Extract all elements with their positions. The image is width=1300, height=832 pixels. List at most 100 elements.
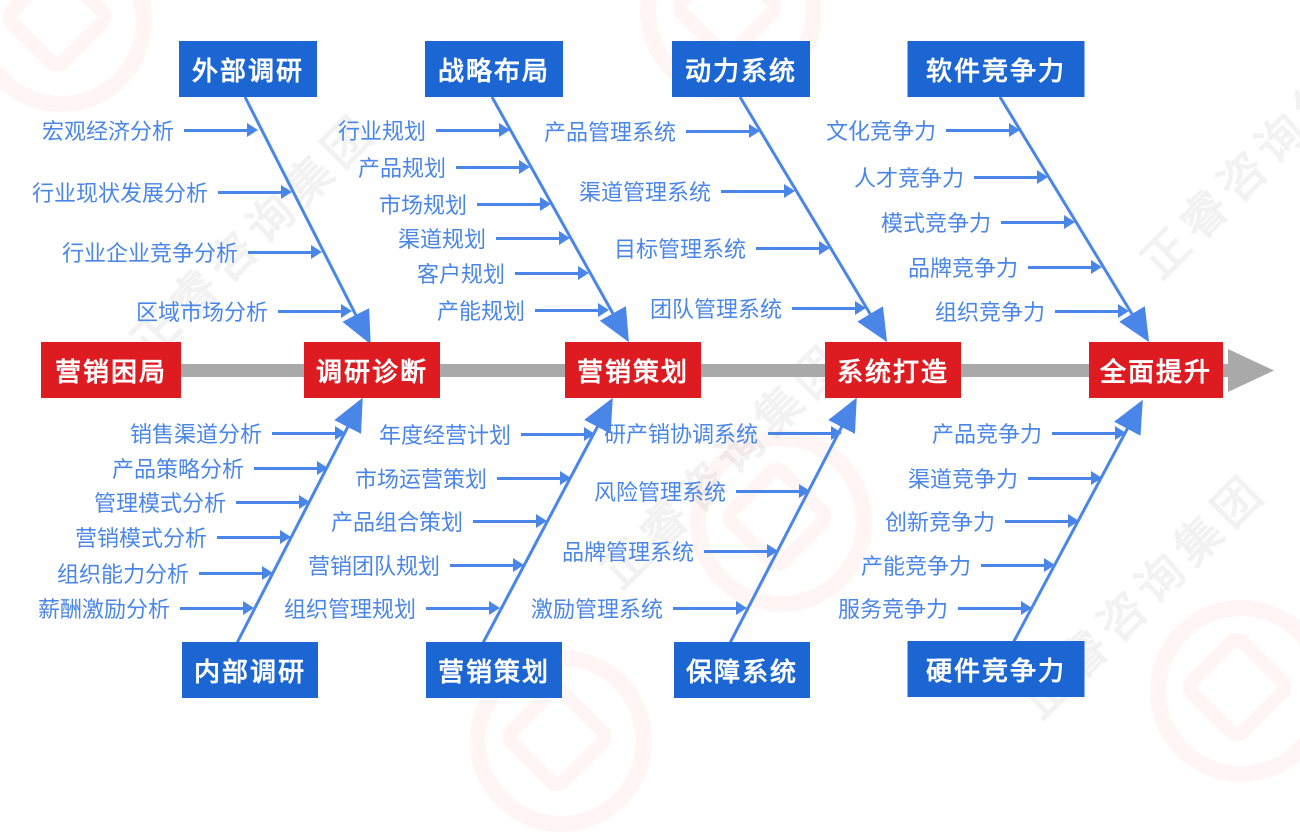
bone-bottom-1	[235, 397, 363, 644]
right-arrow-icon	[1055, 304, 1129, 318]
branch-item-label: 组织能力分析	[56, 562, 189, 587]
branch-item: 产品管理系统	[544, 115, 760, 147]
branch-item-label: 产品规划	[357, 156, 446, 181]
stage-box-system-building: 系统打造	[825, 342, 961, 398]
branch-item-label: 目标管理系统	[613, 237, 746, 262]
branch-item-label: 产品组合策划	[330, 510, 463, 535]
right-arrow-icon	[736, 484, 810, 498]
branch-item: 渠道规划	[398, 222, 570, 254]
bone-top-1	[243, 96, 371, 345]
branch-item: 客户规划	[417, 257, 589, 289]
right-arrow-icon	[535, 303, 609, 317]
right-arrow-icon	[236, 495, 310, 509]
right-arrow-icon	[1001, 215, 1075, 229]
branch-item: 年度经营计划	[379, 418, 595, 450]
branch-item: 薪酬激励分析	[38, 592, 254, 624]
branch-item-label: 服务竞争力	[837, 597, 948, 622]
right-arrow-icon	[673, 601, 747, 615]
branch-item: 行业企业竞争分析	[62, 236, 322, 268]
branch-item: 区域市场分析	[136, 295, 352, 327]
bone-bottom-3	[728, 397, 857, 644]
branch-item: 市场运营策划	[355, 462, 571, 494]
branch-item-label: 模式竞争力	[880, 211, 991, 236]
header-box-external-research: 外部调研	[179, 41, 317, 97]
branch-item: 人才竞争力	[854, 161, 1048, 193]
header-box-power-system: 动力系统	[672, 41, 810, 97]
branch-item-label: 渠道管理系统	[578, 180, 711, 205]
fishbone-diagram: 正睿咨询集团 正睿咨询集团 正睿咨询集团 正睿咨询集团 外部调研 战略布局 动力…	[0, 0, 1300, 722]
right-arrow-icon	[497, 471, 571, 485]
right-arrow-icon	[768, 426, 842, 440]
right-arrow-icon	[272, 426, 346, 440]
branch-item: 品牌竞争力	[908, 251, 1102, 283]
right-arrow-icon	[426, 601, 500, 615]
branch-item: 组织能力分析	[57, 557, 273, 589]
right-arrow-icon	[199, 566, 273, 580]
branch-item: 品牌管理系统	[562, 535, 778, 567]
branch-item: 产品策略分析	[112, 452, 328, 484]
right-arrow-icon	[248, 245, 322, 259]
branch-item-label: 创新竞争力	[884, 510, 995, 535]
right-arrow-icon	[477, 197, 551, 211]
right-arrow-icon	[278, 304, 352, 318]
branch-item: 目标管理系统	[614, 232, 830, 264]
branch-item-label: 区域市场分析	[135, 300, 268, 325]
right-arrow-icon	[217, 530, 291, 544]
branch-item: 销售渠道分析	[130, 417, 346, 449]
right-arrow-icon	[515, 266, 589, 280]
right-arrow-icon	[1052, 426, 1126, 440]
branch-item: 营销模式分析	[75, 521, 291, 553]
branch-item: 市场规划	[379, 188, 551, 220]
branch-item-label: 行业规划	[337, 119, 426, 144]
branch-item: 团队管理系统	[650, 292, 866, 324]
right-arrow-icon	[496, 231, 570, 245]
header-box-strategy-layout: 战略布局	[425, 41, 563, 97]
branch-item-label: 宏观经济分析	[41, 119, 174, 144]
branch-item-label: 管理模式分析	[93, 491, 226, 516]
right-arrow-icon	[218, 185, 292, 199]
branch-item: 产品组合策划	[331, 505, 547, 537]
header-box-hardware-competitiveness: 硬件竞争力	[907, 641, 1085, 697]
stage-box-marketing-dilemma: 营销困局	[41, 342, 181, 398]
branch-item: 产能竞争力	[861, 549, 1055, 581]
branch-item: 产能规划	[437, 294, 609, 326]
branch-item: 营销团队规划	[308, 549, 524, 581]
right-arrow-icon	[1028, 471, 1102, 485]
branch-item-label: 营销团队规划	[307, 554, 440, 579]
branch-item-label: 研产销协调系统	[603, 422, 758, 447]
right-arrow-icon	[1005, 514, 1079, 528]
branch-item-label: 组织管理规划	[283, 597, 416, 622]
branch-item: 渠道竞争力	[908, 462, 1102, 494]
branch-item-label: 产能规划	[436, 299, 525, 324]
right-arrow-icon	[180, 601, 254, 615]
right-arrow-icon	[721, 184, 795, 198]
branch-item-label: 渠道规划	[397, 227, 486, 252]
branch-item-label: 团队管理系统	[649, 297, 782, 322]
right-arrow-icon	[958, 601, 1032, 615]
branch-item-label: 文化竞争力	[825, 119, 936, 144]
stage-box-marketing-planning: 营销策划	[565, 342, 701, 398]
branch-item-label: 薪酬激励分析	[37, 597, 170, 622]
branch-item: 创新竞争力	[885, 505, 1079, 537]
branch-item-label: 客户规划	[416, 262, 505, 287]
branch-item-label: 年度经营计划	[378, 423, 511, 448]
branch-item: 渠道管理系统	[579, 175, 795, 207]
branch-item-label: 产品管理系统	[543, 120, 676, 145]
right-arrow-icon	[981, 558, 1055, 572]
header-box-internal-research: 内部调研	[182, 642, 318, 698]
branch-item-label: 人才竞争力	[853, 166, 964, 191]
branch-item-label: 营销模式分析	[74, 526, 207, 551]
bone-top-2	[490, 96, 629, 343]
branch-item: 管理模式分析	[94, 486, 310, 518]
right-arrow-icon	[1028, 260, 1102, 274]
right-arrow-icon	[756, 241, 830, 255]
right-arrow-icon	[184, 123, 258, 137]
branch-item: 组织竞争力	[935, 295, 1129, 327]
right-arrow-icon	[946, 123, 1020, 137]
right-arrow-icon	[974, 170, 1048, 184]
branch-item-label: 销售渠道分析	[129, 422, 262, 447]
branch-item: 模式竞争力	[881, 206, 1075, 238]
right-arrow-icon	[456, 160, 530, 174]
branch-item-label: 行业企业竞争分析	[61, 241, 238, 266]
branch-item-label: 产能竞争力	[860, 554, 971, 579]
